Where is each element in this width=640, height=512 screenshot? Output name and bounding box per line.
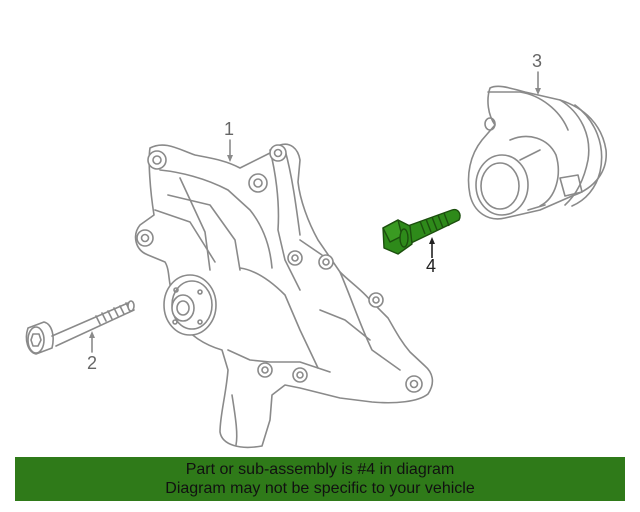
callout-label-1: 1 (224, 119, 235, 139)
callout-label-4: 4 (426, 256, 437, 276)
banner-line-part-number: Part or sub-assembly is #4 in diagram (185, 461, 455, 478)
water-pump-housing (134, 143, 434, 449)
leader-arrow-2 (89, 331, 95, 338)
leader-arrow-3 (535, 88, 541, 95)
callout-label-2: 2 (87, 353, 98, 373)
thermostat-housing-part (467, 85, 607, 220)
long-bolt-part (25, 300, 135, 355)
leader-arrow-4 (429, 237, 435, 244)
leader-arrow-1 (227, 155, 233, 162)
callout-label-3: 3 (532, 51, 543, 71)
part-info-banner: Part or sub-assembly is #4 in diagram Di… (15, 457, 625, 501)
highlighted-bolt-part-4 (382, 208, 461, 255)
banner-line-disclaimer: Diagram may not be specific to your vehi… (165, 480, 475, 497)
